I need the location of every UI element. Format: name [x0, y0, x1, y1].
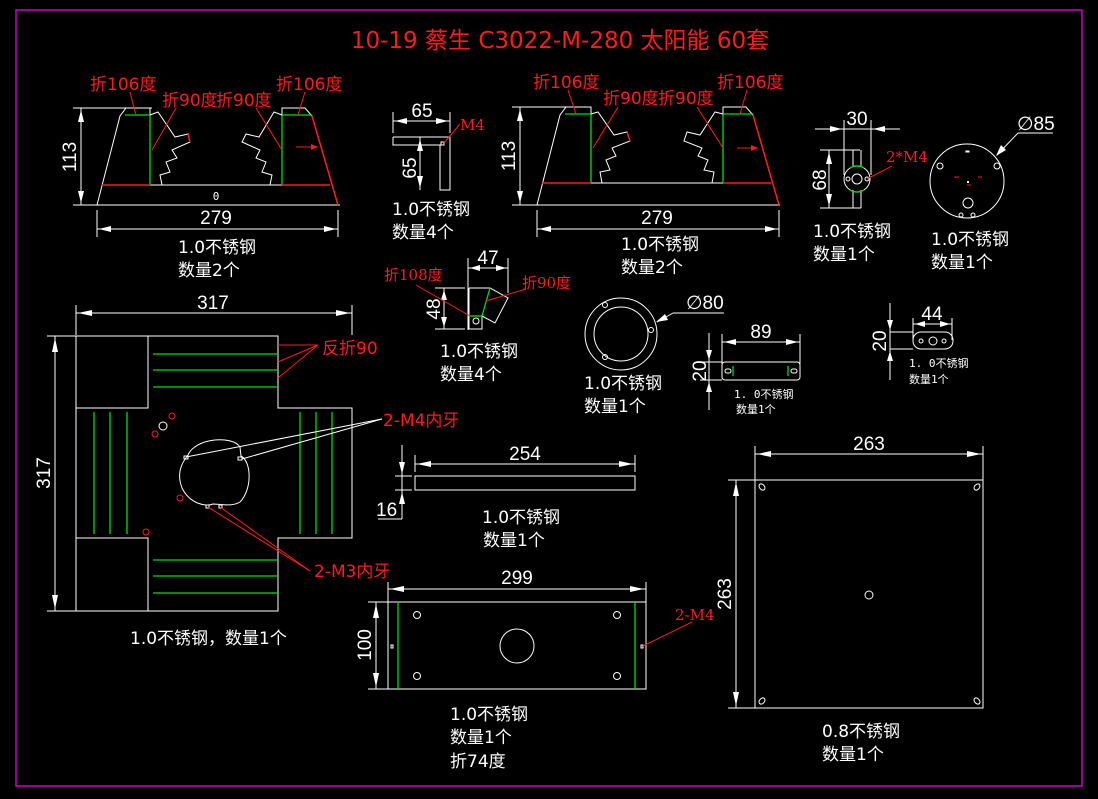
p9-dim-width: 44 — [921, 304, 943, 325]
p13-dim-height: 263 — [715, 578, 736, 610]
p4-dim-height: 68 — [810, 169, 831, 190]
part-12-plate: 299 100 2-M4 1.0不锈钢 数量1个 折74度 — [355, 568, 715, 772]
part-7-ring: ∅80 1.0不锈钢 数量1个 — [584, 293, 724, 417]
part-5-disc: ∅85 1.0不锈钢 数量1个 — [929, 114, 1055, 273]
p3-material: 1.0不锈钢 — [621, 235, 699, 255]
p2-quantity: 数量4个 — [392, 223, 454, 243]
p2-dim-height: 65 — [400, 157, 421, 178]
p10-dim-width: 317 — [197, 293, 229, 314]
part-2-bracket: 65 65 M4 1.0不锈钢 数量4个 — [392, 101, 485, 243]
p12-note-2m4: 2-M4 — [675, 606, 715, 624]
p3-note-bend-90-left: 折90度 — [603, 89, 659, 109]
p8-dim-width: 89 — [750, 322, 771, 343]
p1-note-bend-106-right: 折106度 — [276, 75, 342, 95]
p6-dim-height: 48 — [424, 298, 445, 319]
p1-dim-width: 279 — [200, 208, 232, 229]
p3-quantity: 数量2个 — [621, 258, 683, 278]
p2-dim-width: 65 — [411, 101, 432, 122]
p9-material: 1. 0不锈钢 — [909, 357, 969, 370]
p12-bend-angle: 折74度 — [450, 752, 506, 772]
p11-quantity: 数量1个 — [483, 531, 545, 551]
part-4-tab: 30 68 2*M4 1.0不锈钢 数量1个 — [810, 109, 928, 265]
p2-note-m4: M4 — [460, 116, 485, 134]
p8-material: 1. 0不锈钢 — [734, 388, 794, 401]
p5-quantity: 数量1个 — [931, 253, 993, 273]
p12-material: 1.0不锈钢 — [450, 705, 528, 725]
p3-dim-height: 113 — [499, 141, 520, 171]
p5-material: 1.0不锈钢 — [931, 230, 1009, 250]
p13-dim-width: 263 — [853, 434, 885, 455]
p1-material: 1.0不锈钢 — [178, 238, 256, 258]
p10-note-2m3-thread: 2-M3内牙 — [314, 562, 390, 582]
p10-note-reverse-bend: 反折90 — [322, 339, 378, 359]
p3-note-bend-106-right: 折106度 — [717, 73, 783, 93]
p1-note-bend-90-right: 折90度 — [216, 91, 272, 111]
p7-material: 1.0不锈钢 — [584, 374, 662, 394]
part-11-bar: 254 16 1.0不锈钢 数量1个 — [376, 444, 636, 551]
p7-dim-diameter: ∅80 — [686, 293, 724, 314]
p12-quantity: 数量1个 — [450, 728, 512, 748]
p4-note-2m4: 2*M4 — [886, 148, 928, 166]
part-6-angle-bracket: 47 48 折108度 折90度 1.0不锈钢 数量4个 — [384, 248, 571, 385]
p4-dim-width: 30 — [846, 109, 867, 130]
p9-dim-height: 20 — [870, 330, 891, 351]
p4-quantity: 数量1个 — [813, 245, 875, 265]
part-8-strip: 89 20 1. 0不锈钢 数量1个 — [690, 322, 801, 416]
drawing-frame — [15, 9, 1083, 787]
p9-quantity: 数量1个 — [909, 373, 949, 386]
p6-quantity: 数量4个 — [440, 365, 502, 385]
p6-note-bend-108: 折108度 — [384, 266, 443, 284]
p4-material: 1.0不锈钢 — [813, 222, 891, 242]
p13-material: 0.8不锈钢 — [822, 722, 900, 742]
p13-quantity: 数量1个 — [822, 745, 884, 765]
p3-note-bend-90-right: 折90度 — [658, 89, 714, 109]
p10-material-qty: 1.0不锈钢，数量1个 — [130, 629, 287, 649]
part-1-side-panel: 113 0 279 折106度 折90度 折90度 折106度 1.0不锈钢 数… — [60, 75, 342, 281]
p7-quantity: 数量1个 — [584, 397, 646, 417]
p6-note-bend-90: 折90度 — [522, 274, 571, 292]
drawing-title: 10-19 蔡生 C3022-M-280 太阳能 60套 — [351, 28, 769, 54]
p8-quantity: 数量1个 — [736, 403, 776, 416]
p6-dim-width: 47 — [477, 248, 498, 269]
part-13-square-plate: 263 263 0.8不锈钢 数量1个 — [715, 434, 984, 765]
p1-note-bend-90-left: 折90度 — [162, 91, 218, 111]
p10-dim-height: 317 — [34, 457, 55, 489]
p11-dim-thickness: 16 — [376, 500, 397, 521]
p11-material: 1.0不锈钢 — [482, 508, 560, 528]
p11-dim-length: 254 — [509, 444, 541, 465]
p5-dim-diameter: ∅85 — [1017, 114, 1055, 135]
p1-note-bend-106-left: 折106度 — [90, 75, 156, 95]
part-3-side-panel: 113 279 折106度 折90度 折90度 折106度 1.0不锈钢 数量2… — [499, 73, 783, 278]
p1-origin: 0 — [213, 190, 220, 203]
p1-quantity: 数量2个 — [178, 261, 240, 281]
part-10-cross-blank: 317 317 反折90 2-M4内牙 2-M3内牙 1.0不锈钢，数量1个 — [34, 293, 459, 649]
p8-dim-height: 20 — [690, 360, 711, 381]
p12-dim-height: 100 — [355, 629, 376, 661]
part-9-strip: 44 20 1. 0不锈钢 数量1个 — [870, 303, 969, 386]
p1-dim-height: 113 — [60, 142, 81, 172]
p3-dim-width: 279 — [641, 208, 673, 229]
p3-note-bend-106-left: 折106度 — [533, 73, 599, 93]
p12-dim-width: 299 — [501, 568, 533, 589]
p2-material: 1.0不锈钢 — [392, 200, 470, 220]
p10-note-2m4-thread: 2-M4内牙 — [383, 411, 459, 431]
p6-material: 1.0不锈钢 — [440, 342, 518, 362]
